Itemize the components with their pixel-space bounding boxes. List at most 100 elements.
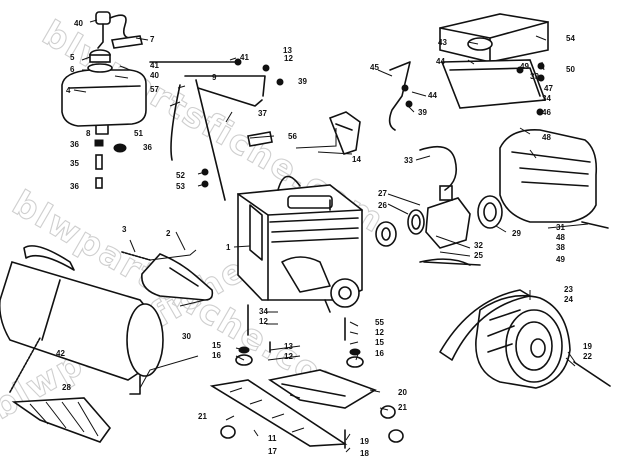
callout-15-a: 15 [212,341,221,350]
callout-36-b: 36 [70,182,79,191]
hoses-and-rods [149,58,284,201]
callout-19-a: 19 [360,437,369,446]
callout-1: 1 [226,243,231,252]
callout-41-a: 41 [150,61,159,70]
callout-24: 24 [564,295,573,304]
callout-57: 57 [150,85,159,94]
callout-38: 38 [556,243,565,252]
callout-33: 33 [404,156,413,165]
callout-39-a: 39 [298,77,307,86]
carburetor-boot [477,195,503,229]
carburetor [375,185,471,266]
callout-53: 53 [176,182,185,191]
oil-tank [61,69,147,135]
callout-22: 22 [583,352,592,361]
callout-14: 14 [352,155,361,164]
exhaust-spring [121,251,151,261]
airbox-tray [440,59,547,109]
callout-8: 8 [86,129,91,138]
muffler [0,245,164,395]
callout-27: 27 [378,189,387,198]
callout-28: 28 [62,383,71,392]
callout-48-b: 48 [556,233,565,242]
callout-47: 47 [544,84,553,93]
callout-49-a: 49 [520,62,529,71]
bracket-56 [247,131,273,147]
callout-5: 5 [70,53,75,62]
callout-44-a: 44 [436,57,445,66]
callout-39-c: 39 [530,72,539,81]
heat-shield [11,397,112,443]
callout-36-a: 36 [70,140,79,149]
callout-12-a: 12 [284,54,293,63]
callout-13-b: 13 [284,342,293,351]
callout-25: 25 [474,251,483,260]
callout-18: 18 [360,449,369,458]
callout-36-c: 36 [143,143,152,152]
bracket-45 [388,61,411,131]
bracket-7 [111,35,143,49]
callout-labels: 1 2 3 4 5 6 7 8 9 11 12 13 12 13 12 12 1… [56,19,592,458]
leader-lines [73,19,589,453]
airbox-hardware [401,62,609,229]
callout-35: 35 [70,159,79,168]
callout-7: 7 [150,35,155,44]
callout-51: 51 [134,129,143,138]
callout-54: 54 [566,34,575,43]
ignition-coil-boot [328,111,361,155]
callout-52: 52 [176,171,185,180]
callout-37: 37 [258,109,267,118]
callout-49-b: 49 [556,255,565,264]
callout-42: 42 [56,349,65,358]
callout-21-b: 21 [398,403,407,412]
callout-4: 4 [66,86,71,95]
callout-11: 11 [268,434,277,443]
spring-42 [9,337,41,393]
callout-50: 50 [566,65,575,74]
callout-12-c: 12 [259,317,268,326]
callout-56: 56 [288,132,297,141]
fuel-line-33 [419,145,458,191]
callout-17: 17 [268,447,277,456]
callout-45: 45 [370,63,379,72]
callout-32: 32 [474,241,483,250]
callout-41-b: 41 [240,53,249,62]
airbox [499,129,598,223]
callout-43: 43 [438,38,447,47]
callout-2: 2 [166,229,171,238]
engine-block [237,175,363,313]
callout-26: 26 [378,201,387,210]
airbox-cover [439,13,549,63]
callout-40-b: 40 [150,71,159,80]
callout-6: 6 [70,65,75,74]
callout-34-b: 34 [542,94,551,103]
drive-clutch [475,294,571,389]
callout-30: 30 [182,332,191,341]
callout-21-a: 21 [198,412,207,421]
callout-34-a: 34 [259,307,268,316]
callout-40-a: 40 [74,19,83,28]
callout-23: 23 [564,285,573,294]
callout-3: 3 [122,225,127,234]
callout-46: 46 [542,108,551,117]
callout-31: 31 [556,223,565,232]
callout-44-b: 44 [428,91,437,100]
callout-39-b: 39 [418,108,427,117]
callout-20: 20 [398,388,407,397]
callout-29: 29 [512,229,521,238]
callout-12-b: 12 [284,352,293,361]
callout-13-a: 13 [283,46,292,55]
fuel-line-fittings [94,139,127,189]
oil-level-sensor [95,11,136,49]
callout-15-b: 15 [375,338,384,347]
clutch-bolt [573,361,611,387]
callout-16-a: 16 [212,351,221,360]
callout-9: 9 [212,73,217,82]
callout-19-b: 19 [583,342,592,351]
callout-55: 55 [375,318,384,327]
callout-48-a: 48 [542,133,551,142]
callout-16-b: 16 [375,349,384,358]
callout-12-d: 12 [375,328,384,337]
exhaust-pipe [141,253,214,301]
